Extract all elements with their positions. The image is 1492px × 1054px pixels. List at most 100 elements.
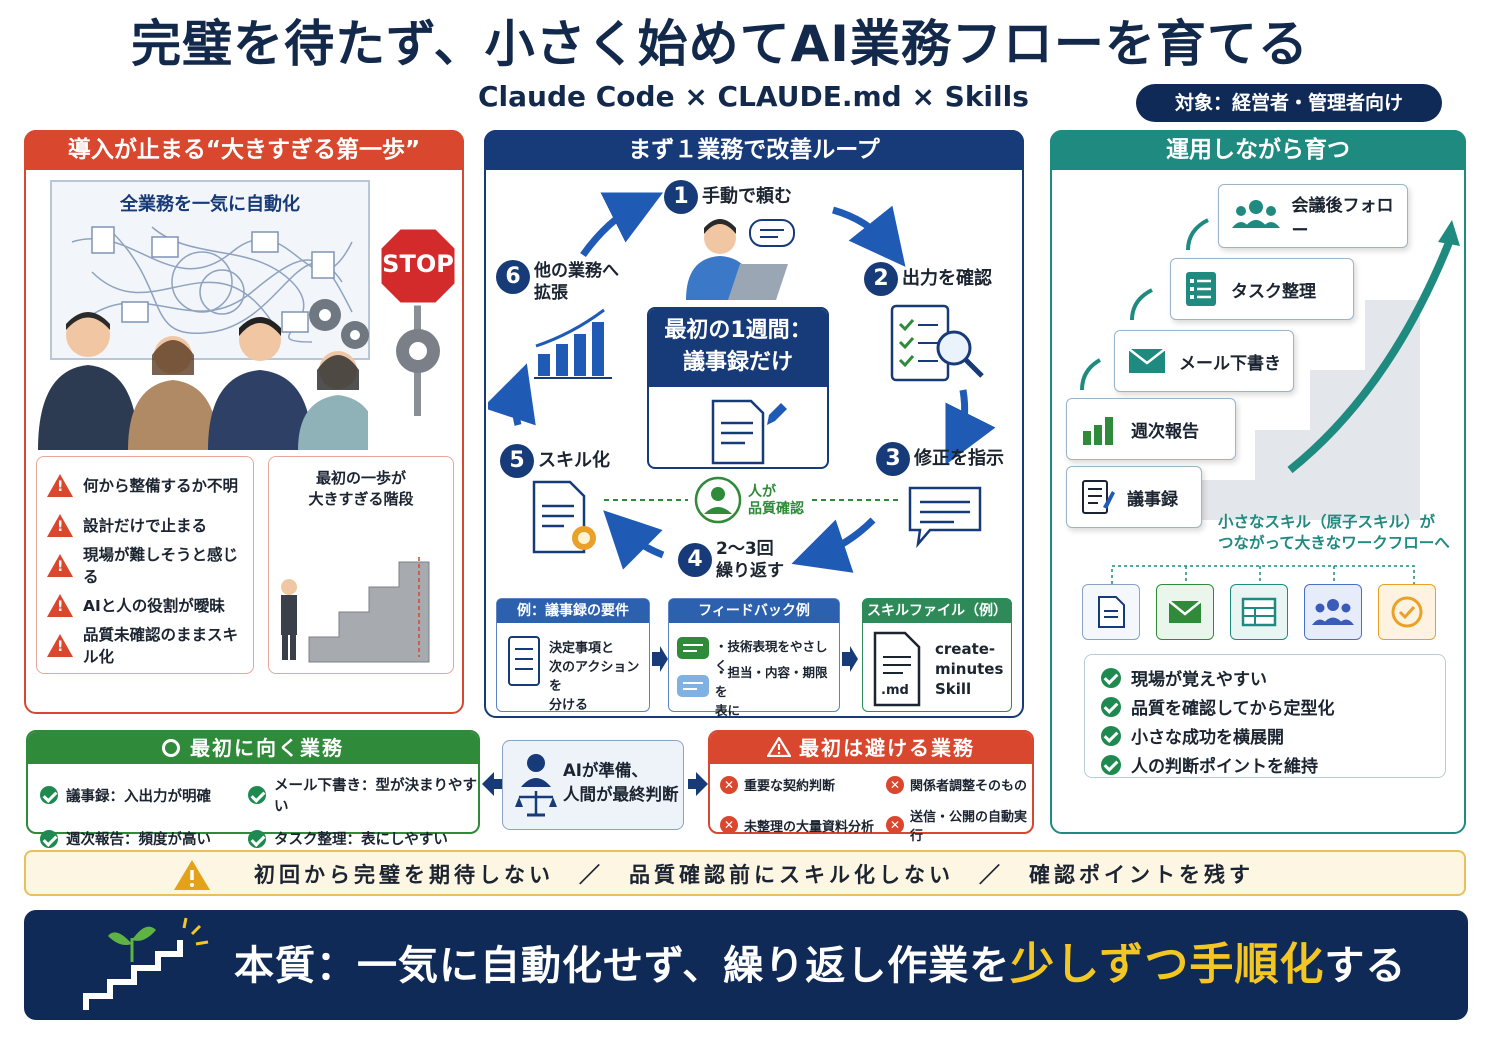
problem-item: 現場が難しそうと感じる xyxy=(37,545,253,586)
improvement-loop-arrows xyxy=(488,192,996,573)
person-laptop-icon xyxy=(686,219,795,300)
benefit-item: 小さな成功を横展開 xyxy=(1101,721,1445,750)
center-panel-header: まず１業務で改善ループ xyxy=(484,130,1024,170)
skill-ladder-minutes: 議事録 xyxy=(1066,466,1202,528)
document-pen-icon xyxy=(711,399,787,465)
caution-text: 初回から完璧を期待しない ／ 品質確認前にスキル化しない ／ 確認ポイントを残す xyxy=(254,863,1254,887)
ai-prepares-human-decides: AIが準備、 人間が最終判断 xyxy=(502,740,684,830)
gear-icon xyxy=(309,299,369,349)
flow-document-icon xyxy=(1082,584,1140,640)
bar-chart-icon xyxy=(1083,417,1113,445)
skill-file-box: スキルファイル（例） .md create- minutes Skill xyxy=(862,598,1012,712)
target-icon xyxy=(162,739,180,757)
minutes-icon xyxy=(1082,480,1115,514)
workflow-connector xyxy=(1111,565,1415,584)
balance-arrows xyxy=(482,772,708,796)
flow-mail-icon xyxy=(1156,584,1214,640)
human-check-connector xyxy=(604,476,898,524)
bad-task-item: ✕関係者調整そのもの xyxy=(886,775,1036,794)
skill-file-name: create- minutes Skill xyxy=(935,640,1004,698)
growth-staircase xyxy=(1080,218,1460,520)
skill-file-header: スキルファイル（例） xyxy=(863,599,1011,623)
flow-team-icon xyxy=(1304,584,1362,640)
confused-people-illustration xyxy=(38,312,368,450)
flow-table-icon xyxy=(1230,584,1288,640)
sprout-stairs-icon xyxy=(83,917,209,1010)
check-icon xyxy=(1101,725,1121,746)
good-task-item: タスク整理：表にしやすい xyxy=(248,828,478,849)
subtitle: Claude Code × CLAUDE.md × Skills xyxy=(478,80,1029,113)
stop-sign-group: STOP xyxy=(378,226,458,430)
right-panel-header: 運用しながら育つ xyxy=(1050,130,1466,170)
warning-icon xyxy=(47,473,73,497)
first-week-label: 最初の1週間： 議事録だけ xyxy=(649,309,827,387)
problem-item: AIと人の役割が曖昧 xyxy=(37,585,253,625)
check-icon xyxy=(1101,754,1121,775)
problem-item: 設計だけで止まる xyxy=(37,505,253,545)
task-list-icon xyxy=(1186,272,1216,306)
benefit-list: 現場が覚えやすい品質を確認してから定型化小さな成功を横展開人の判断ポイントを維持 xyxy=(1084,654,1446,778)
first-week-card: 最初の1週間： 議事録だけ xyxy=(647,307,829,469)
stairs-label: 最初の一歩が 大きすぎる階段 xyxy=(308,469,414,508)
atomic-skill-caption: 小さなスキル（原子スキル）が つながって大きなワークフローへ xyxy=(1218,513,1450,552)
good-tasks-header: 最初に向く業務 xyxy=(28,732,478,764)
skill-ladder-task: タスク整理 xyxy=(1170,258,1354,320)
page-title: 完璧を待たず、小さく始めてAI業務フローを育てる xyxy=(131,15,1309,73)
essence-text: 本質：一気に自動化せず、繰り返し作業を少しずつ手順化する xyxy=(234,939,1407,990)
check-icon xyxy=(40,786,58,804)
check-icon xyxy=(248,829,266,848)
feedback-example-header: フィードバック例 xyxy=(669,599,839,623)
left-panel-header: 導入が止まる“大きすぎる第一歩” xyxy=(24,130,464,170)
problem-item: 何から整備するか不明 xyxy=(37,465,253,505)
skill-ladder-weekly-report: 週次報告 xyxy=(1066,398,1236,460)
benefit-item: 現場が覚えやすい xyxy=(1101,663,1445,692)
example-requirement-text: 決定事項と 次のアクションを 分ける xyxy=(549,641,640,713)
chat-bubble-icon xyxy=(908,486,982,549)
mail-icon xyxy=(1128,348,1166,373)
team-icon xyxy=(1232,200,1280,228)
problem-item: 品質未確認のままスキル化 xyxy=(37,625,253,666)
checklist-magnifier-icon xyxy=(890,304,984,382)
example-requirement-box: 例：議事録の要件 決定事項と 次のアクションを 分ける xyxy=(496,598,650,713)
warning-icon xyxy=(47,553,73,577)
benefit-item: 品質を確認してから定型化 xyxy=(1101,692,1445,721)
mini-box-arrows xyxy=(652,646,858,672)
check-icon xyxy=(1101,696,1121,717)
warning-icon xyxy=(766,734,792,766)
stop-sign-icon xyxy=(378,226,458,416)
problem-list: 何から整備するか不明設計だけで止まる現場が難しそうと感じるAIと人の役割が曖昧品… xyxy=(36,456,254,674)
md-file-ext: .md xyxy=(881,683,909,698)
good-task-item: メール下書き：型が決まりやすい xyxy=(248,774,478,816)
good-tasks-panel: 最初に向く業務 議事録：入出力が明確メール下書き：型が決まりやすい週次報告：頻度… xyxy=(26,730,480,848)
example-requirement-header: 例：議事録の要件 xyxy=(497,599,649,623)
ai-human-role-label: AIが準備、 人間が最終判断 xyxy=(563,761,679,804)
good-task-item: 週次報告：頻度が高い xyxy=(40,828,248,849)
audience-badge: 対象：経営者・管理者向け xyxy=(1136,84,1442,122)
caution-icon xyxy=(174,860,210,890)
stop-sign-label: STOP xyxy=(382,250,454,278)
bad-task-item: ✕重要な契約判断 xyxy=(720,775,886,794)
big-stairs-illustration xyxy=(281,557,430,663)
check-icon xyxy=(40,829,58,848)
caution-bar: 初回から完璧を期待しない ／ 品質確認前にスキル化しない ／ 確認ポイントを残す xyxy=(24,850,1466,896)
essence-banner: 本質：一気に自動化せず、繰り返し作業を少しずつ手順化する xyxy=(24,910,1468,1020)
x-icon: ✕ xyxy=(720,775,738,794)
flow-check-icon xyxy=(1378,584,1436,640)
document-badge-icon xyxy=(532,480,596,554)
bad-task-item: ✕送信・公開の自動実行 xyxy=(886,806,1036,844)
md-file-icon xyxy=(873,631,921,707)
bad-task-item: ✕未整理の大量資料分析 xyxy=(720,806,886,844)
skill-ladder-email: メール下書き xyxy=(1114,330,1294,392)
warning-icon xyxy=(47,633,73,657)
x-icon: ✕ xyxy=(720,816,738,834)
human-check-label: 人が 品質確認 xyxy=(748,484,804,517)
good-task-item: 議事録：入出力が明確 xyxy=(40,774,248,816)
feedback-chat-icon xyxy=(677,637,709,697)
workflow-chain xyxy=(1082,584,1436,640)
